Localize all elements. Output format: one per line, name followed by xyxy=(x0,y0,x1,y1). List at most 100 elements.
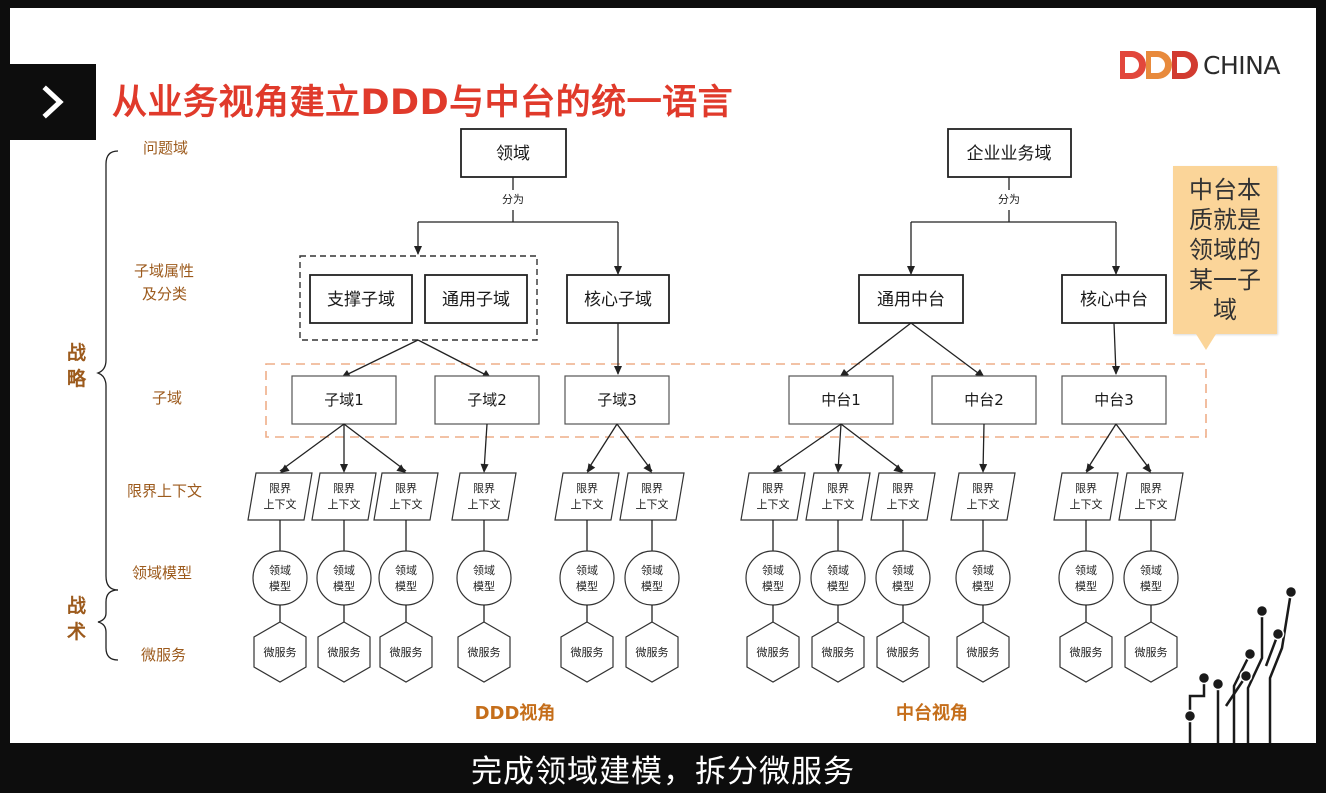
ddd-core-text: 核心子域 xyxy=(584,290,652,310)
domain-model-label-2: 模型 xyxy=(395,579,417,593)
bounded-context-shape xyxy=(619,472,685,521)
platform-root-text: 企业业务域 xyxy=(967,144,1052,164)
logo-word: CHINA xyxy=(1203,50,1280,80)
microservice-label: 微服务 xyxy=(468,645,501,659)
domain-model-label-1: 领域 xyxy=(269,564,291,577)
platform-p1-text: 中台1 xyxy=(821,391,861,409)
domain-model-circle xyxy=(316,550,372,606)
domain-model-label-1: 领域 xyxy=(576,564,598,577)
callout-line-1: 中台本 xyxy=(1189,176,1261,204)
domain-model-label-1: 领域 xyxy=(333,564,355,577)
tactics-label-1: 战 xyxy=(67,595,86,617)
microservice-hexagon xyxy=(811,621,865,683)
bounded-context-label-1: 限界 xyxy=(762,482,784,495)
bounded-context-label-2: 上下文 xyxy=(757,497,790,511)
domain-model-label-1: 领域 xyxy=(473,564,495,577)
level-subdomain-attr-1: 子域属性 xyxy=(134,262,194,280)
bounded-context-label-2: 上下文 xyxy=(468,497,501,511)
bounded-context-label-1: 限界 xyxy=(641,482,663,495)
domain-model-circle xyxy=(810,550,866,606)
microservice-label: 微服务 xyxy=(887,645,920,659)
microservice-label: 微服务 xyxy=(571,645,604,659)
platform-split-text: 分为 xyxy=(998,193,1020,206)
domain-model-label-2: 模型 xyxy=(762,579,784,593)
bounded-context-shape xyxy=(1118,472,1184,521)
ddd-support-text: 支撑子域 xyxy=(327,290,395,310)
domain-model-label-1: 领域 xyxy=(827,564,849,577)
platform-core-box xyxy=(1061,274,1167,324)
subdomain-dashed-group xyxy=(265,363,1207,438)
microservice-label: 微服务 xyxy=(1135,645,1168,659)
microservice-label: 微服务 xyxy=(967,645,1000,659)
domain-model-circle xyxy=(456,550,512,606)
strategy-label-2: 略 xyxy=(67,367,87,390)
domain-model-circle xyxy=(252,550,308,606)
microservice-hexagon xyxy=(956,621,1010,683)
bounded-context-shape xyxy=(451,472,517,521)
bounded-context-label-1: 限界 xyxy=(1140,482,1162,495)
bounded-context-shape xyxy=(247,472,313,521)
platform-core-text: 核心中台 xyxy=(1080,290,1148,310)
domain-model-label-1: 领域 xyxy=(972,564,994,577)
bounded-context-shape xyxy=(373,472,439,521)
bounded-context-shape xyxy=(1053,472,1119,521)
microservice-label: 微服务 xyxy=(390,645,423,659)
architecture-diagram: 战 略 战 术 问题域 子域属性 及分类 子域 限界上下文 领域模型 微服务 领… xyxy=(67,128,1207,724)
domain-model-circle xyxy=(955,550,1011,606)
bounded-context-label-1: 限界 xyxy=(473,482,495,495)
ddd-split-text: 分为 xyxy=(502,193,524,206)
bounded-context-label-1: 限界 xyxy=(892,482,914,495)
domain-model-label-2: 模型 xyxy=(892,579,914,593)
domain-model-circle xyxy=(378,550,434,606)
level-subdomain: 子域 xyxy=(152,389,182,407)
bounded-context-label-2: 上下文 xyxy=(1135,497,1168,511)
domain-model-circle xyxy=(745,550,801,606)
ddd-generic-text: 通用子域 xyxy=(442,290,510,310)
microservice-hexagon xyxy=(560,621,614,683)
microservice-label: 微服务 xyxy=(636,645,669,659)
bounded-context-label-1: 限界 xyxy=(827,482,849,495)
microservice-hexagon xyxy=(876,621,930,683)
bounded-context-shape xyxy=(554,472,620,521)
platform-root-box xyxy=(947,128,1072,178)
platform-p1-box xyxy=(788,375,894,425)
domain-model-circle xyxy=(624,550,680,606)
ddd-root-text: 领域 xyxy=(496,144,530,164)
slide-title: 从业务视角建立DDD与中台的统一语言 xyxy=(112,83,734,123)
microservice-hexagon xyxy=(317,621,371,683)
strategy-brace xyxy=(96,150,119,591)
microservice-label: 微服务 xyxy=(328,645,361,659)
domain-model-label-2: 模型 xyxy=(827,579,849,593)
bounded-context-shape xyxy=(950,472,1016,521)
domain-model-label-2: 模型 xyxy=(972,579,994,593)
domain-model-circle xyxy=(875,550,931,606)
domain-model-label-2: 模型 xyxy=(1140,579,1162,593)
domain-model-circle xyxy=(559,550,615,606)
platform-view-label: 中台视角 xyxy=(896,702,968,724)
microservice-label: 微服务 xyxy=(1070,645,1103,659)
bounded-context-label-1: 限界 xyxy=(395,482,417,495)
bounded-context-label-2: 上下文 xyxy=(571,497,604,511)
bounded-context-shape xyxy=(870,472,936,521)
microservice-hexagon xyxy=(1124,621,1178,683)
platform-p2-box xyxy=(931,375,1037,425)
strategy-label-1: 战 xyxy=(67,342,86,364)
ddd-core-box xyxy=(566,274,670,324)
domain-model-label-2: 模型 xyxy=(1075,579,1097,593)
bounded-context-label-1: 限界 xyxy=(269,482,291,495)
callout-line-5: 域 xyxy=(1213,296,1237,324)
ddd-sub3-box xyxy=(564,375,670,425)
next-slide-button[interactable] xyxy=(10,64,96,140)
callout-note: 中台本 质就是 领域的 某一子 域 xyxy=(1173,166,1277,334)
ddd-sub2-box xyxy=(434,375,540,425)
bounded-context-label-2: 上下文 xyxy=(390,497,423,511)
bounded-context-label-2: 上下文 xyxy=(636,497,669,511)
bounded-context-label-2: 上下文 xyxy=(328,497,361,511)
bounded-context-label-2: 上下文 xyxy=(264,497,297,511)
microservice-hexagon xyxy=(625,621,679,683)
slide: 从业务视角建立DDD与中台的统一语言 CHINA 战 略 战 术 问题域 子域属… xyxy=(10,8,1316,743)
ddd-view-label: DDD视角 xyxy=(475,702,556,724)
bounded-context-label-1: 限界 xyxy=(576,482,598,495)
platform-generic-box xyxy=(858,274,964,324)
